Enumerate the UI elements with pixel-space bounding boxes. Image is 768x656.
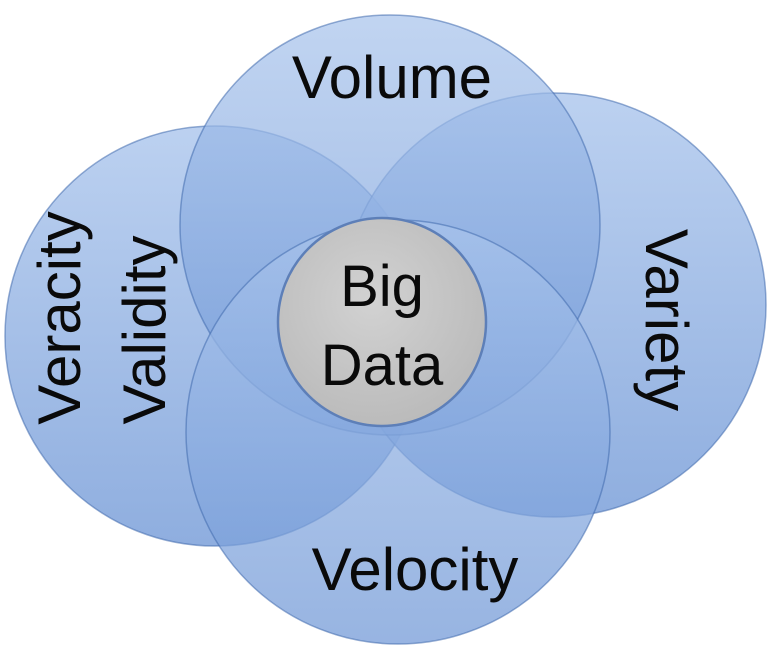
veracity-label: Veracity [26, 211, 93, 424]
velocity-label: Velocity [312, 536, 519, 603]
validity-label: Validity [111, 236, 178, 425]
big-data-label-line1: Big [340, 254, 424, 319]
variety-label: Variety [633, 229, 700, 411]
big-data-center-circle [276, 216, 488, 428]
volume-label: Volume [292, 44, 492, 111]
big-data-label-line2: Data [321, 333, 444, 398]
